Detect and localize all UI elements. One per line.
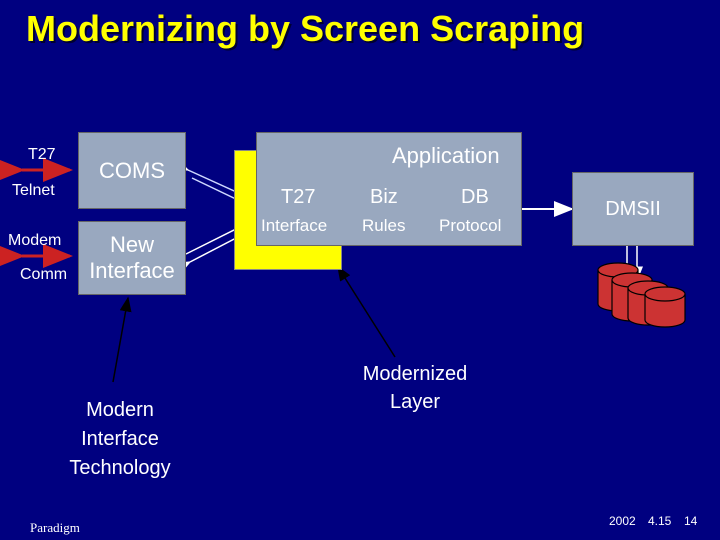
app-col-rules: Rules (362, 216, 406, 235)
application-title: Application (392, 143, 500, 168)
modern-interface-pointer (112, 296, 132, 383)
modernized-layer-pointer (337, 265, 396, 358)
caption-line: Modernized (362, 363, 468, 385)
dmsii-label: DMSII (605, 197, 661, 220)
database-icon (597, 262, 686, 328)
telnet-label: Telnet (12, 182, 55, 199)
comm-label: Comm (20, 266, 68, 283)
new-interface-line2: Interface (89, 258, 175, 283)
coms-box: COMS (78, 132, 186, 209)
application-box (256, 132, 522, 246)
dmsii-box: DMSII (572, 172, 694, 246)
new-interface-box: New Interface (78, 221, 186, 295)
app-col-t27: T27 (281, 186, 316, 208)
footer-date-year: 2002 (609, 514, 636, 528)
app-col-interface: Interface (261, 216, 328, 235)
caption-line: Layer (389, 391, 441, 413)
modem-label: Modem (8, 232, 62, 249)
footer-date-detail: 4.15 (648, 514, 672, 528)
coms-label: COMS (99, 157, 165, 183)
caption-line: Modern (86, 399, 154, 421)
new-interface-line1: New (109, 232, 154, 257)
footer-brand: Paradigm (30, 520, 80, 535)
modern-interface-caption: Modern Interface Technology (40, 396, 200, 483)
page-title: Modernizing by Screen Scraping (26, 8, 585, 49)
caption-line: Technology (69, 457, 171, 479)
app-col-protocol: Protocol (439, 216, 502, 235)
caption-line: Interface (81, 428, 159, 450)
app-col-db: DB (461, 186, 489, 208)
footer-page-number: 14 (684, 514, 698, 528)
modernized-layer-caption: Modernized Layer (340, 360, 490, 416)
app-col-biz: Biz (370, 186, 398, 208)
t27-label: T27 (28, 146, 56, 163)
